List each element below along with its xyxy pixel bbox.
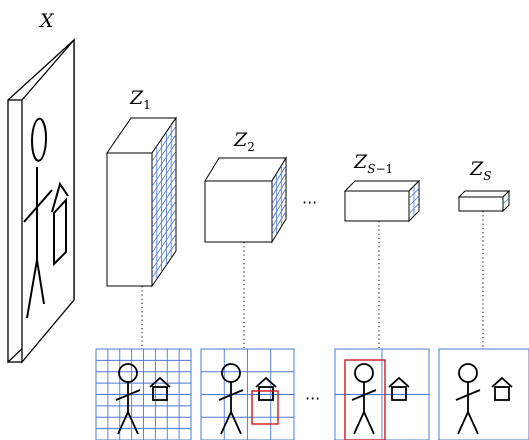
input-stickfigure [23,117,53,319]
label-z1: Z1 [129,87,151,112]
svg-text:ZS−1: ZS−1 [353,151,393,176]
zs-side-grid [502,197,510,205]
label-zs: ZS [469,158,491,183]
ellipsis-top: ··· [302,193,317,212]
label-zs-1: ZS−1 [353,151,393,176]
zs-1-side-grid [408,186,420,216]
feature-block-zs [457,189,511,213]
svg-text:Z1: Z1 [129,87,151,112]
input-label: X [38,10,55,32]
feature-block-zs-1 [343,179,421,223]
svg-text:ZS: ZS [469,158,491,183]
ellipsis-bottom: ··· [305,389,320,408]
input-image [7,38,75,364]
z2-side-grid [271,165,287,235]
highlight-box-house [251,390,279,425]
highlight-box-person [344,359,386,440]
input-house [51,181,69,267]
grid-panel-2 [200,348,295,440]
grid-panel-4 [438,348,529,440]
grid-panel-3 [334,348,430,440]
grid-panel-1 [95,348,192,440]
feature-block-z1 [106,116,177,288]
feature-block-z2 [204,156,287,244]
svg-text:Z2: Z2 [233,129,255,154]
dotted-connectors [141,211,484,348]
z1-side-grid [151,125,177,279]
label-z2: Z2 [233,129,255,154]
